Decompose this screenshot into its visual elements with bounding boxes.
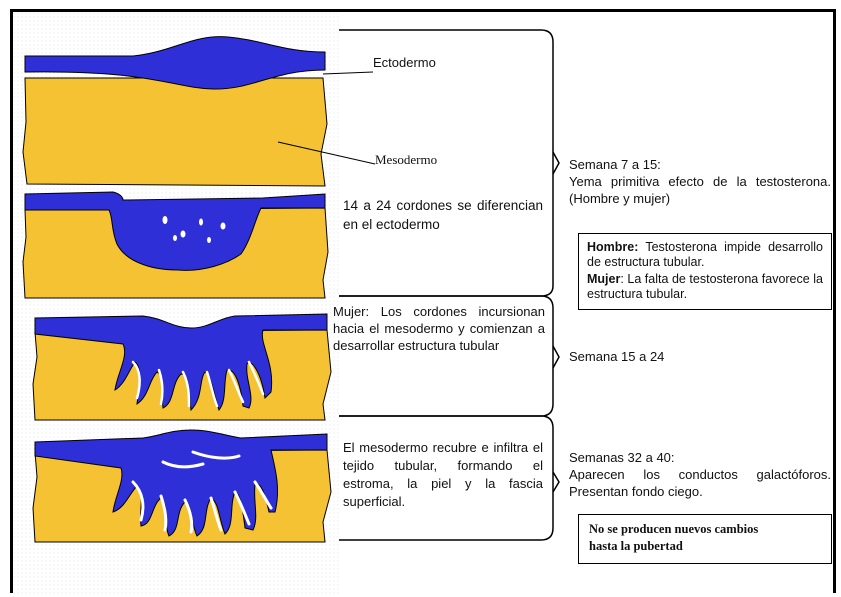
stage-2-illustration [23, 192, 328, 298]
period-1-title: Semana 7 a 15: [569, 157, 661, 172]
bracket-point-2 [553, 346, 559, 368]
bracket-point-3 [553, 472, 559, 492]
bracket-point-1 [553, 152, 559, 174]
sex-difference-note: Hombre: Testosterona impide desarrollo d… [578, 233, 832, 310]
stage-2-description: 14 a 24 cordones se diferencian en el ec… [343, 196, 543, 234]
final-note: No se producen nuevos cambios hasta la p… [578, 514, 832, 564]
period-2-title: Semana 15 a 24 [569, 349, 664, 364]
stage-1-mesoderm [23, 78, 327, 186]
mujer-label: Mujer [587, 272, 620, 286]
period-1-body: Yema primitiva efecto de la testosterona… [569, 173, 831, 207]
mesodermo-label: Mesodermo [375, 152, 437, 167]
hombre-label: Hombre: [587, 240, 638, 254]
period-3-title: Semanas 32 a 40: [569, 450, 675, 465]
stage-3-illustration [33, 314, 331, 420]
mujer-note: Mujer: La falta de testosterona favorece… [587, 272, 823, 302]
stage-1-illustration [23, 37, 327, 186]
stage-4-description: El mesodermo recubre e infiltra el tejid… [343, 439, 543, 511]
period-3-body: Aparecen los conductos galactóforos. Pre… [569, 466, 831, 500]
hombre-note: Hombre: Testosterona impide desarrollo d… [587, 240, 823, 270]
final-note-line-1: No se producen nuevos cambios [589, 521, 821, 538]
figure-frame: Ectodermo Mesodermo 14 a 24 cordones se … [10, 9, 836, 593]
ectodermo-label: Ectodermo [373, 55, 436, 70]
stage-4-illustration [33, 430, 331, 542]
mujer-text: : La falta de testosterona favorece la e… [587, 272, 823, 301]
final-note-line-2: hasta la pubertad [589, 538, 821, 555]
stage-3-description: Mujer: Los cordones incursionan hacia el… [333, 303, 545, 354]
